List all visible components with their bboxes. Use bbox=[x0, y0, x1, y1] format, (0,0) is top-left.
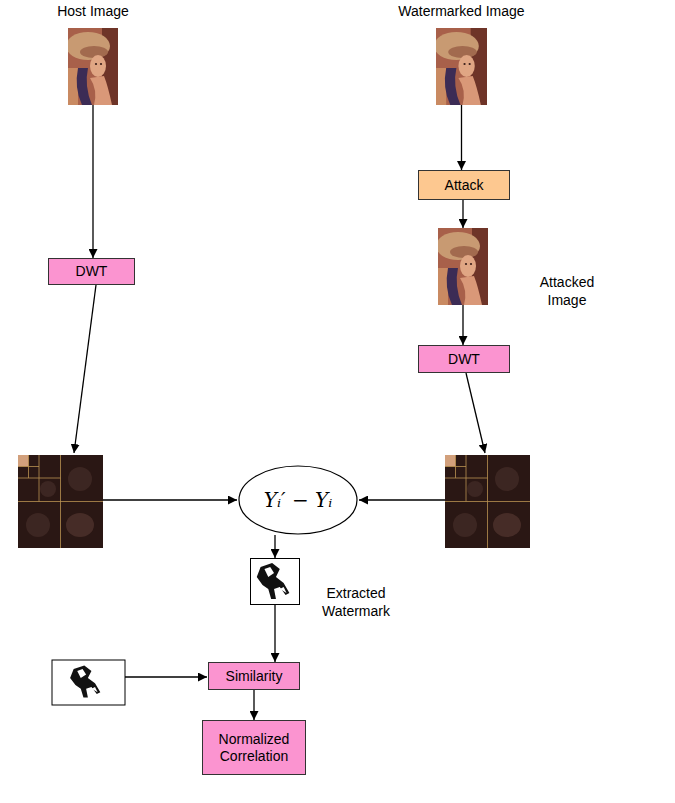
subband-image-right bbox=[445, 455, 530, 548]
node-text: DWT bbox=[448, 351, 480, 368]
photo bbox=[436, 28, 487, 105]
node-text: Normalized Correlation bbox=[203, 731, 305, 765]
process-box: Normalized Correlation bbox=[202, 720, 306, 775]
node-text: Watermarked Image bbox=[398, 3, 524, 21]
difference-ellipse: Yᵢ′ − Yᵢ bbox=[238, 465, 358, 535]
node-text: Similarity bbox=[226, 668, 283, 685]
layout-arrows bbox=[74, 285, 485, 677]
arrow-connector bbox=[92, 105, 93, 258]
photo bbox=[68, 28, 118, 105]
watermarked-image: Watermarked Image bbox=[436, 28, 487, 105]
photo bbox=[438, 228, 488, 305]
node-text: Extracted Watermark bbox=[301, 585, 411, 620]
watermark-image bbox=[251, 559, 299, 604]
node-text: Yᵢ′ − Yᵢ bbox=[264, 488, 332, 512]
attack-box: Attack bbox=[418, 170, 510, 200]
node-text: DWT bbox=[76, 263, 108, 280]
arrow-connector bbox=[461, 105, 462, 170]
reference-watermark bbox=[52, 660, 125, 705]
attacked-image: Attacked Image bbox=[438, 228, 488, 305]
process-box: DWT bbox=[418, 345, 510, 373]
extracted-watermark: Extracted Watermark bbox=[250, 558, 300, 605]
arrow-connector bbox=[274, 605, 275, 662]
arrow-connector bbox=[462, 305, 463, 345]
subband-image-left bbox=[18, 455, 103, 548]
arrow-connector bbox=[253, 690, 254, 720]
process-box: DWT bbox=[48, 258, 135, 285]
node-text: Host Image bbox=[57, 3, 129, 21]
node-text: Attack bbox=[445, 177, 484, 194]
host-image: Host Image bbox=[68, 28, 118, 105]
arrow-connector bbox=[274, 535, 275, 558]
process-box: Similarity bbox=[208, 662, 300, 690]
node-text: Attacked Image bbox=[530, 274, 604, 309]
arrow-connector bbox=[462, 200, 463, 228]
